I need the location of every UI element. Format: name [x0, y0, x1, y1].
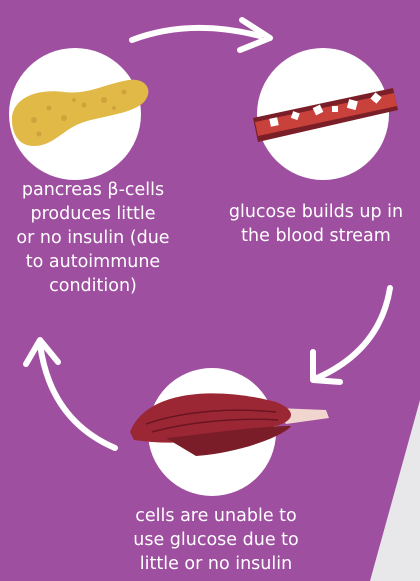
blood-vessel-icon [248, 80, 398, 150]
arrow-right-icon [295, 280, 415, 390]
arrow-top-icon [120, 8, 280, 58]
step2-label: glucose builds up in the blood stream [212, 200, 420, 248]
step1-label: pancreas β-cells produces little or no i… [0, 178, 186, 298]
arrow-left-icon [20, 330, 130, 460]
muscle-icon [126, 380, 336, 470]
step3-label: cells are unable to use glucose due to l… [106, 504, 326, 576]
pancreas-icon [4, 70, 154, 160]
